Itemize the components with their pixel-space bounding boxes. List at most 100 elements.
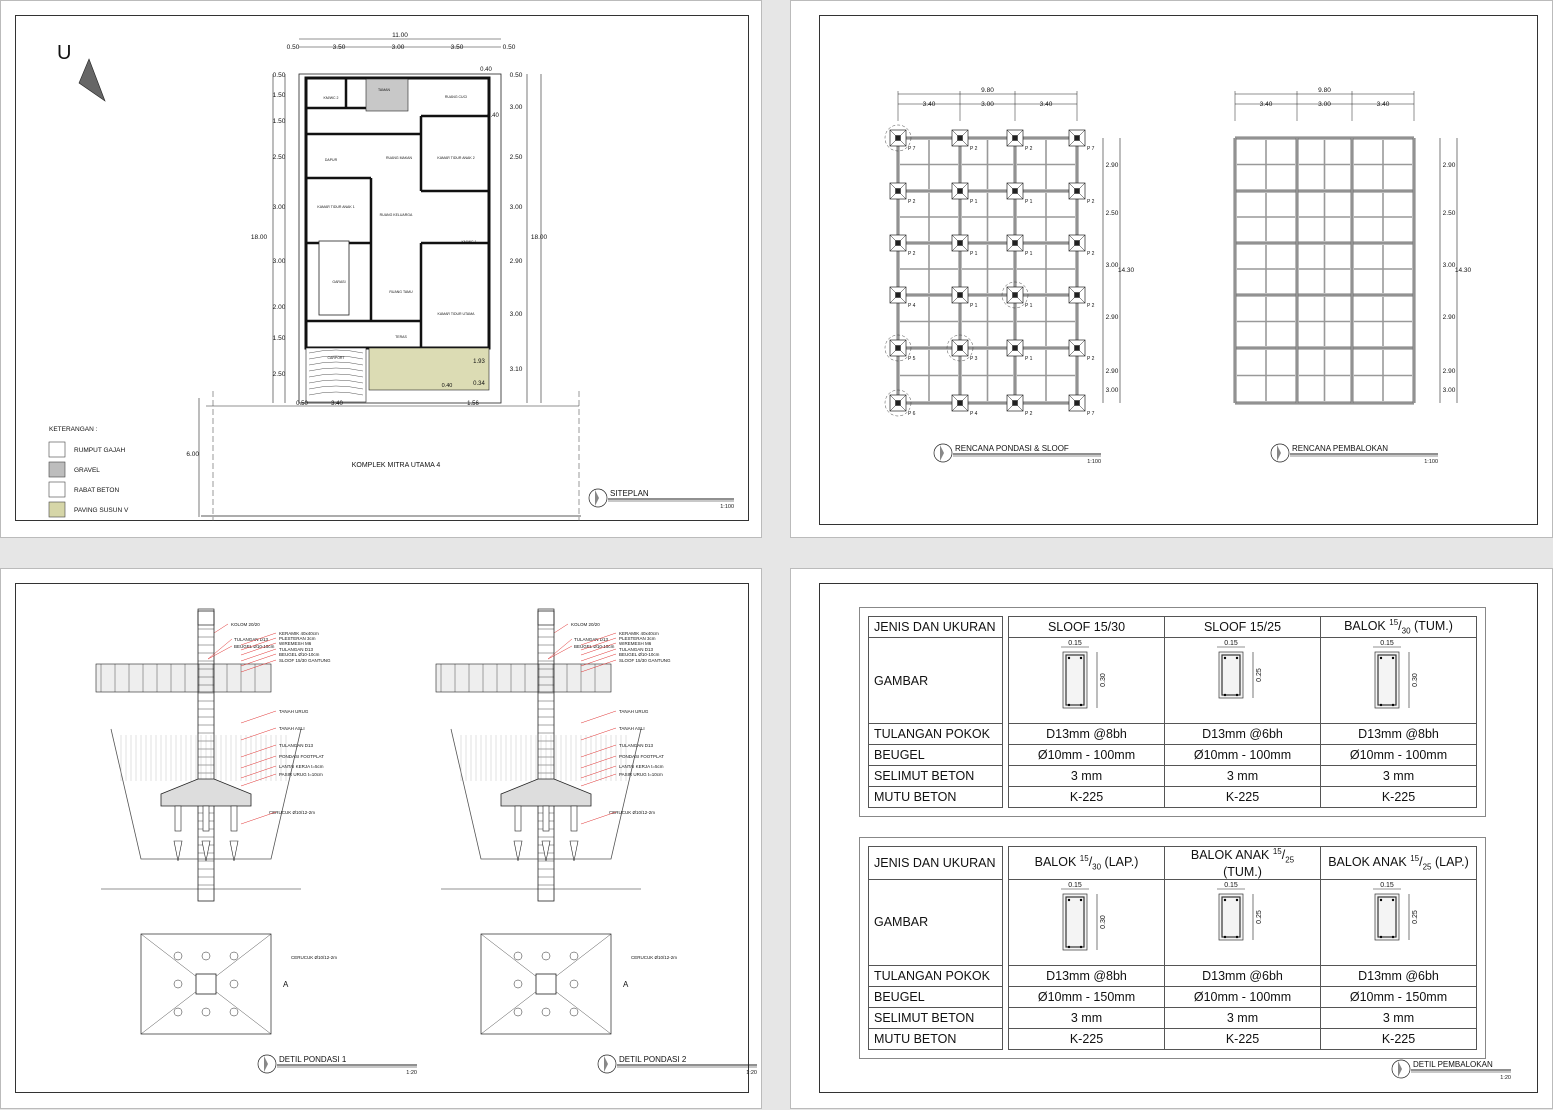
dimension-label: 2.00	[273, 304, 286, 311]
dimension-label: 2.50	[510, 154, 523, 161]
room-label: DAPUR	[325, 158, 338, 162]
section-mark: A	[283, 980, 289, 989]
dimension-label: 3.00	[392, 44, 405, 51]
sloof-section	[435, 663, 612, 693]
table-cell: K-225	[1008, 786, 1165, 808]
leader-line	[547, 638, 573, 660]
column	[895, 400, 901, 406]
row-label: SELIMUT BETON	[868, 765, 1003, 787]
pile-label: P 7	[908, 146, 916, 152]
column	[957, 188, 963, 194]
pile	[542, 805, 550, 832]
table-cell: 3 mm	[1320, 1006, 1477, 1029]
table-cell: D13mm @6bh	[1164, 723, 1321, 745]
dimension-label: 1.56	[467, 401, 479, 407]
row-label: BEUGEL	[868, 744, 1003, 766]
row-label: TULANGAN POKOK	[868, 723, 1003, 745]
pile-label: P 2	[1025, 411, 1033, 417]
leader-line	[240, 755, 277, 769]
pile-label: P 2	[1087, 199, 1095, 205]
carport-pattern	[308, 361, 364, 366]
pile-label: P 2	[908, 251, 916, 257]
column	[895, 292, 901, 298]
column	[1074, 292, 1080, 298]
pile-label: P 1	[1025, 199, 1033, 205]
room-label: TERAS	[395, 335, 407, 339]
column	[957, 135, 963, 141]
column	[1012, 240, 1018, 246]
table-cell: 3 mm	[1164, 765, 1321, 787]
pile	[514, 805, 522, 832]
pile-plan	[541, 1007, 551, 1017]
column	[895, 240, 901, 246]
dimension-label: 3.00	[1106, 262, 1119, 269]
column	[1012, 400, 1018, 406]
column-plan	[535, 973, 557, 995]
pile-plan	[513, 1007, 523, 1017]
dimension-label: 0.50	[273, 72, 286, 79]
table-cell: 3 mm	[1164, 1006, 1321, 1029]
callout-label: SLOOF 15/30 GANTUNG	[279, 658, 331, 663]
pile-plan	[513, 951, 523, 961]
dimension-label: 2.90	[1106, 162, 1119, 169]
leader-line	[580, 755, 617, 769]
callout-label: WIREMESH M6	[279, 641, 312, 646]
pile-plan	[569, 979, 579, 989]
beam-section-drawing: 0.150.30	[1060, 882, 1107, 951]
pile-plan	[513, 979, 523, 989]
column	[1074, 188, 1080, 194]
callout-label: TANAH ASLI	[619, 726, 645, 731]
table-cell: D13mm @6bh	[1320, 964, 1477, 987]
carport-pattern	[308, 367, 364, 372]
leader-line	[580, 648, 617, 662]
row-label: GAMBAR	[868, 637, 1003, 724]
callout-label: PONDASI FOOTPLAT	[279, 754, 324, 759]
room-label: KAMAR TIDUR UTAMA	[437, 312, 475, 316]
table-cell: 3 mm	[1320, 765, 1477, 787]
detail-callout	[1001, 281, 1029, 309]
section-height-label: 0.30	[1412, 673, 1419, 687]
dimension-label: 18.00	[251, 234, 268, 241]
row-label: BEUGEL	[868, 985, 1003, 1008]
dimension-label: 9.80	[981, 87, 994, 94]
row-label: GAMBAR	[868, 878, 1003, 966]
sheet-frame	[819, 15, 1538, 525]
callout-label: PASIR URUG t=10cm	[619, 772, 663, 777]
legend-label: GRAVEL	[74, 467, 100, 474]
section-height-label: 0.30	[1100, 673, 1107, 687]
section-width-label: 0.15	[1224, 882, 1238, 889]
column	[1012, 292, 1018, 298]
dimension-label: 2.50	[273, 154, 286, 161]
beam-section-drawing: 0.150.25	[1216, 640, 1263, 699]
dimension-label: 3.00	[510, 204, 523, 211]
garden-taman	[365, 78, 409, 112]
dimension-label: 0.50	[503, 44, 516, 51]
pile-label: P 1	[970, 251, 978, 257]
street-label: KOMPLEK MITRA UTAMA 4	[352, 462, 441, 469]
pile-plan	[173, 979, 183, 989]
room-label: RUANG KELUARGA	[380, 213, 413, 217]
callout-label: WIREMESH M6	[619, 641, 652, 646]
table-cell: 3 mm	[1008, 765, 1165, 787]
pile-label: P 2	[908, 199, 916, 205]
table-cell: BALOK 15/30 (TUM.)	[1320, 616, 1477, 638]
beam-section-drawing: 0.150.30	[1372, 640, 1419, 709]
table-cell: BALOK ANAK 15/25 (LAP.)	[1320, 846, 1477, 880]
carport-pattern	[308, 385, 364, 390]
room-label: GARASI	[332, 280, 345, 284]
leader-line	[240, 773, 277, 787]
pile-label: P 2	[1087, 356, 1095, 362]
pile-tip	[541, 840, 551, 862]
dimension-label: 3.00	[510, 311, 523, 318]
dimension-label: 1.50	[273, 118, 286, 125]
column	[895, 345, 901, 351]
